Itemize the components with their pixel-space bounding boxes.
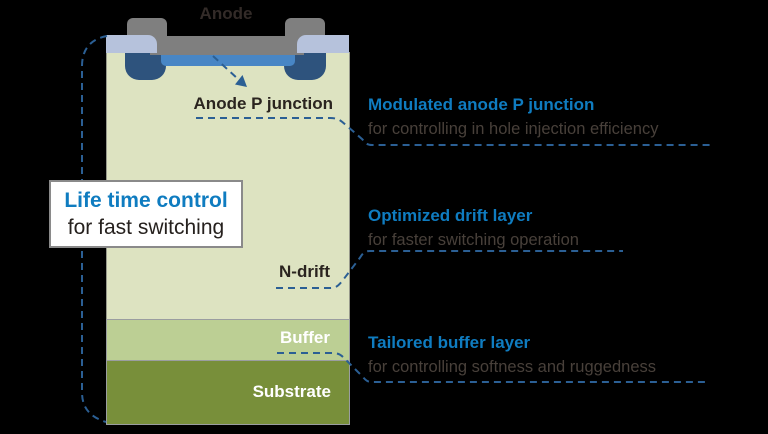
anode-contact-left [127,18,167,38]
anode-p-junction-layer [161,55,295,66]
annotation-drift-layer: Optimized drift layer for faster switchi… [368,203,758,253]
substrate-label: Substrate [252,382,331,401]
anode-electrode [150,36,304,55]
annotation-buffer-layer: Tailored buffer layer for controlling so… [368,330,758,380]
passivation-right [297,35,349,53]
p-well-left [125,53,166,80]
passivation-left [106,35,157,53]
n-drift-label: N-drift [279,262,330,281]
lifetime-control-heading: Life time control [64,189,228,212]
anode-p-junction-label: Anode P junction [193,94,333,113]
anode-label: Anode [199,4,253,23]
annotation-anode-p-junction: Modulated anode P junction for controlli… [368,92,758,142]
annotation-description: for faster switching operation [368,231,579,249]
anode-contact-right [285,18,325,38]
buffer-label: Buffer [279,328,330,347]
annotation-description: for controlling in hole injection effici… [368,120,659,138]
annotation-description: for controlling softness and ruggedness [368,358,657,376]
annotation-heading: Optimized drift layer [368,206,533,225]
lifetime-control-subheading: for fast switching [67,216,225,239]
annotation-heading: Modulated anode P junction [368,95,595,114]
annotation-heading: Tailored buffer layer [368,333,531,352]
lifetime-control-callout: Life time control for fast switching [49,180,243,248]
